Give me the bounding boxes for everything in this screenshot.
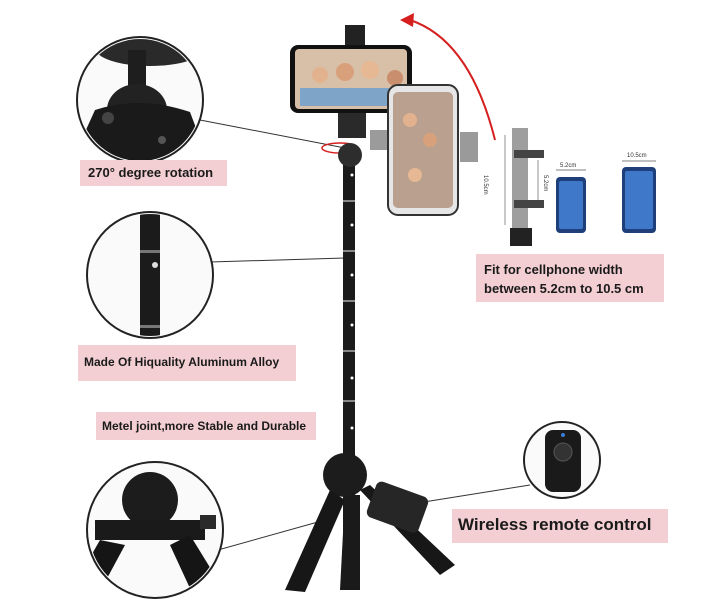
phone-icon	[622, 160, 656, 233]
joint-label: Metel joint,more Stable and Durable	[96, 412, 316, 440]
aluminum-label: Made Of Hiquality Aluminum Alloy	[78, 345, 296, 381]
tripod-legs	[285, 453, 455, 592]
clamp-icon	[338, 25, 388, 167]
small-phone-width: 5.2cm	[560, 163, 577, 169]
tripod-legs-icon	[86, 461, 224, 599]
phone-icon	[290, 45, 412, 113]
phone-fit-line-2: between 5.2cm to 10.5 cm	[484, 281, 644, 296]
pole-icon	[86, 211, 214, 339]
large-phone-width: 10.5cm	[627, 153, 647, 159]
remote-icon	[523, 421, 601, 499]
rotation-label: 270° degree rotation	[80, 160, 227, 186]
phone-icon	[387, 84, 478, 216]
clamp-size-diagram	[504, 128, 544, 246]
clamp-width: 5.2cm	[542, 175, 548, 192]
phone-fit-label: Fit for cellphone width between 5.2cm to…	[476, 254, 664, 302]
ball-head-icon	[76, 36, 204, 164]
clamp-height: 10.5cm	[482, 175, 488, 195]
connector-line	[199, 119, 346, 149]
remote-label: Wireless remote control	[452, 509, 668, 543]
connector-line	[209, 257, 346, 263]
rotation-arrow	[409, 19, 496, 141]
phone-fit-line-1: Fit for cellphone width	[484, 262, 623, 277]
phone-icon	[556, 169, 586, 233]
